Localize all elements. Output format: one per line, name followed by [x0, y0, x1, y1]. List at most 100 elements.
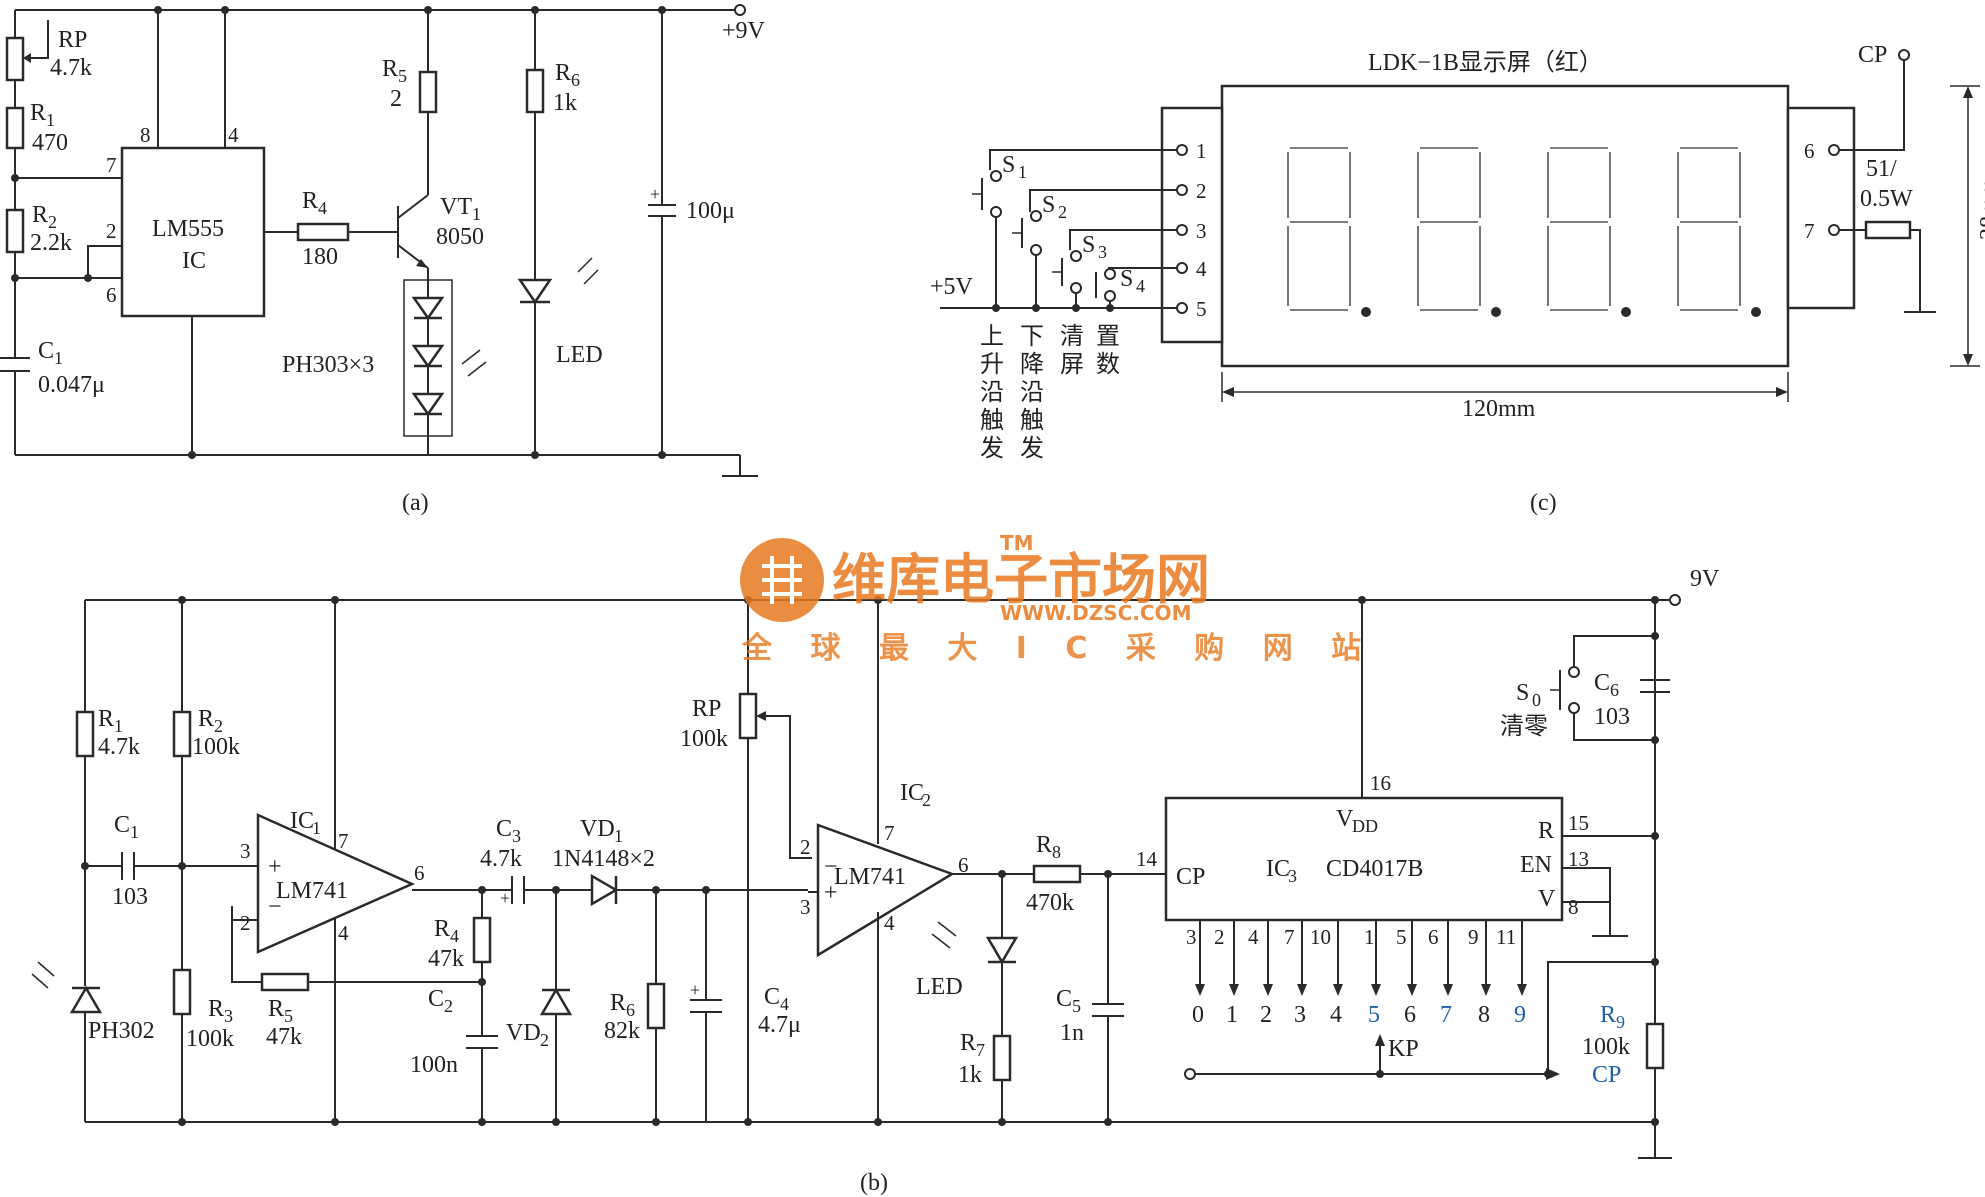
svg-text:9: 9 — [1514, 1002, 1526, 1028]
dimension-width-label: 120mm — [1462, 396, 1536, 422]
connector-right — [1786, 106, 1856, 310]
r1b-label: R — [98, 706, 114, 732]
svg-text:6: 6 — [1428, 925, 1439, 949]
r8b-value: 470k — [1026, 890, 1074, 916]
ic2-sub: 2 — [922, 790, 931, 810]
svg-text:+: + — [268, 854, 282, 880]
ic1-pin2: 2 — [240, 911, 251, 935]
r4-label: R — [302, 188, 318, 214]
svg-text:清: 清 — [1060, 323, 1084, 350]
s4-label: S — [1120, 266, 1133, 292]
ic3-label: IC — [1266, 856, 1290, 882]
pin-7: 7 — [1804, 219, 1815, 243]
r9b-sub: 9 — [1616, 1012, 1625, 1032]
display-title: LDK−1B显示屏（红） — [1368, 49, 1603, 76]
svg-text:发: 发 — [1020, 435, 1044, 462]
rpb-label: RP — [692, 696, 721, 722]
svg-text:1: 1 — [1364, 925, 1375, 949]
c6b-sub: 6 — [1610, 680, 1619, 700]
ic1-sub: 1 — [312, 818, 321, 838]
pin6: 6 — [106, 283, 117, 307]
res-value: 0.5W — [1860, 186, 1913, 212]
c3b-value: 4.7k — [480, 846, 522, 872]
svg-text:发: 发 — [980, 435, 1004, 462]
vd2-label: VD — [506, 1020, 541, 1046]
c4b-sub: 4 — [780, 994, 789, 1014]
r6b-sub: 6 — [626, 1000, 635, 1020]
switch-function-labels: 上 升 沿 触 发 下 降 沿 触 发 清 屏 置 数 — [980, 323, 1120, 462]
c6b-label: C — [1594, 670, 1610, 696]
r-pin-label: R — [1538, 818, 1554, 844]
ic1-label: IC — [290, 808, 314, 834]
ic1-pin6: 6 — [414, 861, 425, 885]
svg-text:沿: 沿 — [1020, 380, 1044, 406]
svg-text:上: 上 — [980, 323, 1004, 350]
s4-sub: 4 — [1136, 276, 1145, 296]
r1-sub: 1 — [46, 110, 55, 130]
c3b-label: C — [496, 816, 512, 842]
r5-value: 2 — [390, 86, 402, 112]
r5b-label: R — [268, 996, 284, 1022]
ic1-pin4: 4 — [338, 921, 349, 945]
watermark-url: WWW.DZSC.COM — [1000, 601, 1192, 625]
c5b-sub: 5 — [1072, 996, 1081, 1016]
panel-a: +9V RP 4.7k R 1 470 R 2 2.2k C 1 0.047μ — [0, 4, 766, 516]
c2b-sub: 2 — [444, 996, 453, 1016]
svg-text:下: 下 — [1020, 324, 1044, 350]
svg-text:4: 4 — [1248, 925, 1259, 949]
pin15: 15 — [1568, 811, 1589, 835]
rp-label: RP — [58, 27, 87, 53]
caption-b: (b) — [860, 1170, 888, 1196]
svg-text:3: 3 — [1294, 1002, 1306, 1028]
svg-text:2: 2 — [1214, 925, 1225, 949]
s0-sub: 0 — [1532, 690, 1541, 710]
svg-text:−: − — [824, 854, 838, 880]
v-pin-label: V — [1538, 886, 1556, 912]
op2-label: LM741 — [834, 864, 906, 890]
rp-value: 4.7k — [50, 55, 92, 81]
r7b-label: R — [960, 1030, 976, 1056]
resistor-r4-a — [296, 222, 350, 242]
svg-text:−: − — [268, 894, 282, 920]
svg-text:置: 置 — [1096, 324, 1120, 350]
r1b-sub: 1 — [114, 716, 123, 736]
svg-text:2: 2 — [1260, 1002, 1272, 1028]
r8b-sub: 8 — [1052, 842, 1061, 862]
ic-label: IC — [182, 248, 206, 274]
panel-c: LDK−1B显示屏（红） 1 2 3 4 5 — [930, 42, 1985, 516]
svg-text:+: + — [690, 980, 700, 1000]
led-label-b: LED — [916, 974, 963, 1000]
r4-value: 180 — [302, 244, 338, 270]
c4b-value: 4.7μ — [758, 1012, 801, 1038]
vd2-sub: 2 — [540, 1030, 549, 1050]
seven-seg-digits — [1287, 147, 1761, 317]
pin8-b: 8 — [1568, 895, 1579, 919]
svg-text:升: 升 — [980, 351, 1004, 378]
pin4: 4 — [228, 123, 239, 147]
cp-label-c: CP — [1858, 42, 1887, 68]
svg-text:7: 7 — [1284, 925, 1295, 949]
ldk-1b-display — [1220, 84, 1790, 368]
svg-text:触: 触 — [1020, 407, 1044, 434]
svg-text:+: + — [824, 880, 838, 906]
pin14: 14 — [1136, 847, 1158, 871]
r8b-label: R — [1036, 832, 1052, 858]
pin-2: 2 — [1196, 179, 1207, 203]
svg-text:沿: 沿 — [980, 380, 1004, 406]
svg-text:9: 9 — [1468, 925, 1479, 949]
r5-sub: 5 — [398, 66, 407, 86]
ic3-sub: 3 — [1288, 866, 1297, 886]
supply-label-a: +9V — [722, 18, 766, 44]
r6b-label: R — [610, 990, 626, 1016]
c2b-value: 100n — [410, 1052, 458, 1078]
led-label-a: LED — [556, 342, 603, 368]
r5b-sub: 5 — [284, 1006, 293, 1026]
s3-label: S — [1082, 232, 1095, 258]
potentiometer-rp-b — [738, 692, 758, 740]
c1b-sub: 1 — [130, 822, 139, 842]
r6-value: 1k — [553, 90, 577, 116]
dimension-height-label: 38mm — [1976, 178, 1985, 240]
resistor-51ohm — [1864, 220, 1912, 240]
r2-value: 2.2k — [30, 230, 72, 256]
